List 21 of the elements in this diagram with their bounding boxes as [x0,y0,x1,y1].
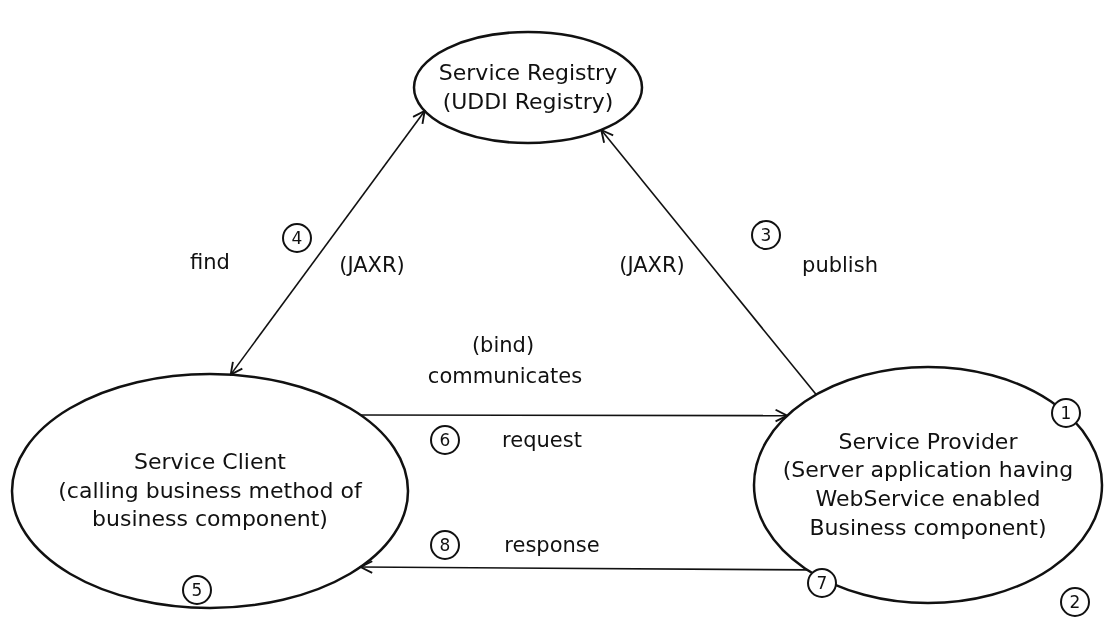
callout-number: 8 [430,530,460,560]
arrow [229,110,426,376]
callout-number: 7 [807,568,837,598]
callout-number: 5 [182,575,212,605]
node-title: Service Provider [838,427,1018,456]
node-description: (UDDI Registry) [442,87,614,116]
edge-label: publish [800,253,880,277]
callout-number: 1 [1051,398,1081,428]
ellipse-node [412,30,644,145]
ellipse-node [10,372,410,610]
callout-number: 4 [282,223,312,253]
node-title: Service Client [134,448,286,477]
arrow [359,408,789,423]
node-title: Service Registry [438,58,618,87]
arrow [359,560,808,574]
callout-number: 6 [430,425,460,455]
node-description: (calling business method of business component) [57,476,364,534]
arrow [600,129,817,396]
callout-number: 3 [751,220,781,250]
node-description: (Server application having WebService enabled Business component) [782,456,1074,542]
callout-number: 2 [1060,587,1090,617]
